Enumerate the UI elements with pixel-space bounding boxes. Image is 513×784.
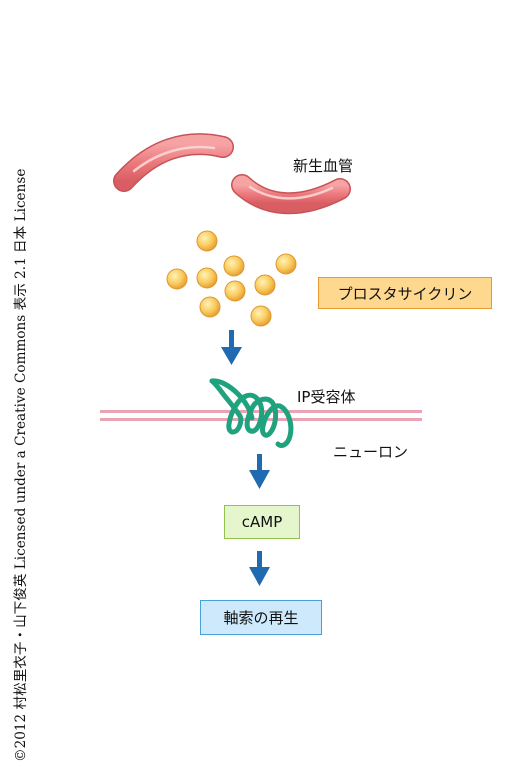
label-blood-vessel: 新生血管: [293, 157, 354, 175]
label-axon-regeneration: 軸索の再生: [223, 609, 299, 627]
particle: [166, 268, 188, 290]
arrow-down-3: [249, 551, 270, 586]
label-neuron: ニューロン: [333, 443, 409, 461]
copyright-credit: ©2012 村松里衣子・山下俊英 Licensed under a Creati…: [13, 168, 29, 762]
ip-receptor-icon: [209, 378, 294, 449]
particle: [275, 253, 297, 275]
particle: [254, 274, 276, 296]
prostacyclin-particles: [166, 230, 297, 327]
particle: [224, 280, 246, 302]
box-prostacyclin: プロスタサイクリン: [318, 277, 492, 309]
particle: [199, 296, 221, 318]
particle: [196, 230, 218, 252]
box-axon-regeneration: 軸索の再生: [200, 600, 322, 635]
particle: [250, 305, 272, 327]
arrow-down-1: [221, 330, 242, 365]
particle: [196, 267, 218, 289]
label-prostacyclin: プロスタサイクリン: [337, 284, 473, 303]
particle: [223, 255, 245, 277]
blood-vessel-right: [231, 174, 351, 215]
blood-vessel-left: [113, 133, 234, 192]
label-ip-receptor: IP受容体: [297, 388, 356, 406]
box-camp: cAMP: [224, 505, 300, 539]
arrow-down-2: [249, 454, 270, 489]
label-camp: cAMP: [241, 513, 283, 531]
